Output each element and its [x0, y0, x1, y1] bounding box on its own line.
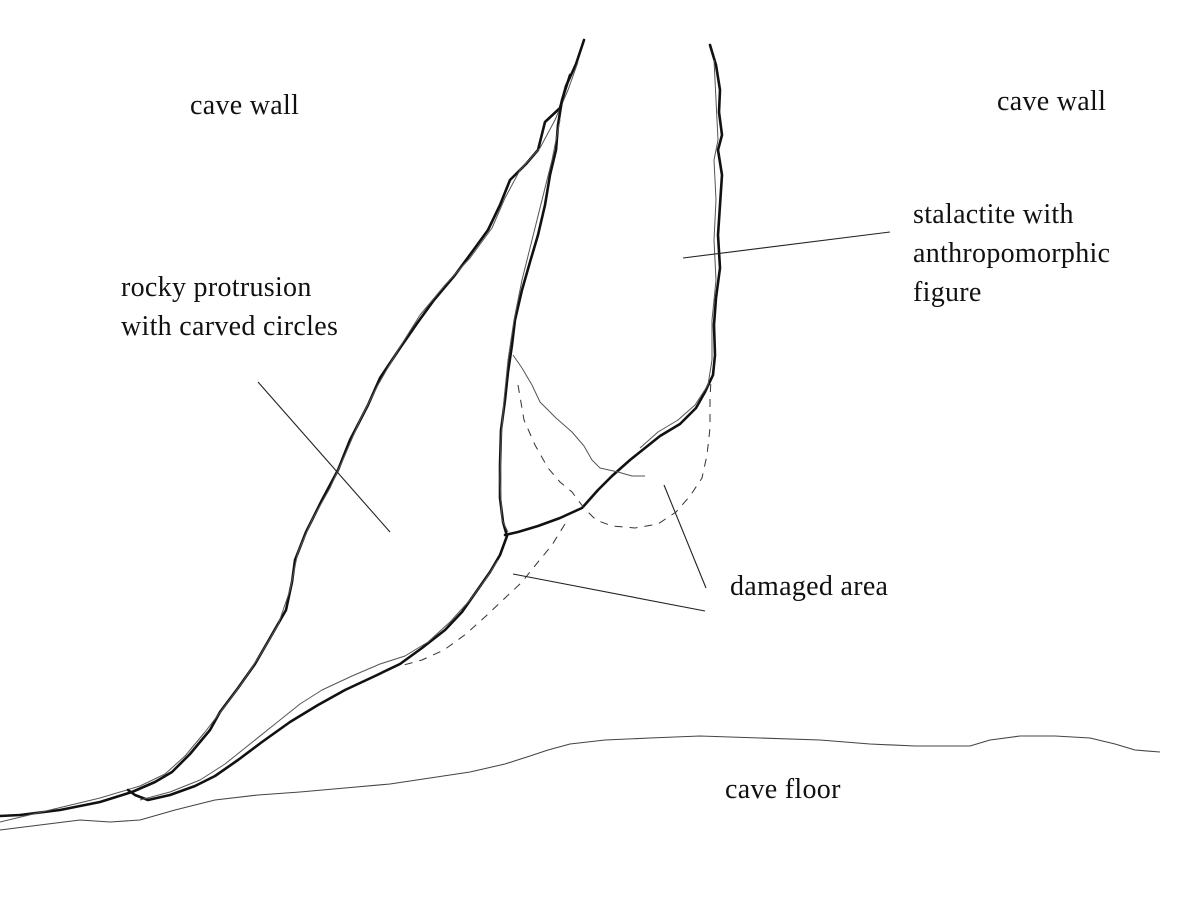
rocky-protrusion-right-edge	[126, 73, 572, 802]
label-cave-wall-right: cave wall	[997, 86, 1107, 117]
rocky-protrusion-right-trace	[139, 119, 561, 801]
damaged-area-outline-outer	[399, 523, 566, 667]
label-stalactite-line-3: figure	[913, 277, 982, 308]
label-rocky-protrusion-line-1: rocky protrusion	[121, 272, 312, 303]
leader-line-damaged-area-right	[663, 484, 707, 589]
rocky-protrusion-left-edge	[0, 38, 586, 818]
leader-line-rocky-protrusion	[257, 381, 391, 533]
damaged-area-outline-inner	[517, 379, 712, 529]
rocky-protrusion-left-trace	[0, 61, 579, 823]
leader-line-damaged-area-left	[512, 573, 706, 612]
label-damaged-area: damaged area	[730, 571, 889, 602]
stalactite-right-trace	[639, 59, 719, 449]
label-rocky-protrusion-line-2: with carved circles	[121, 311, 339, 342]
stalactite-base-line	[512, 354, 645, 477]
label-stalactite-line-1: stalactite with	[913, 199, 1074, 230]
label-cave-floor: cave floor	[725, 774, 841, 805]
stalactite-right-edge	[503, 43, 724, 537]
leader-line-stalactite	[682, 231, 891, 259]
label-stalactite: stalactite with anthropomorphic figure	[913, 195, 1110, 312]
label-rocky-protrusion: rocky protrusion with carved circles	[121, 268, 338, 346]
cave-floor-line	[0, 735, 1161, 831]
label-stalactite-line-2: anthropomorphic	[913, 238, 1111, 269]
label-cave-wall-left: cave wall	[190, 90, 300, 121]
